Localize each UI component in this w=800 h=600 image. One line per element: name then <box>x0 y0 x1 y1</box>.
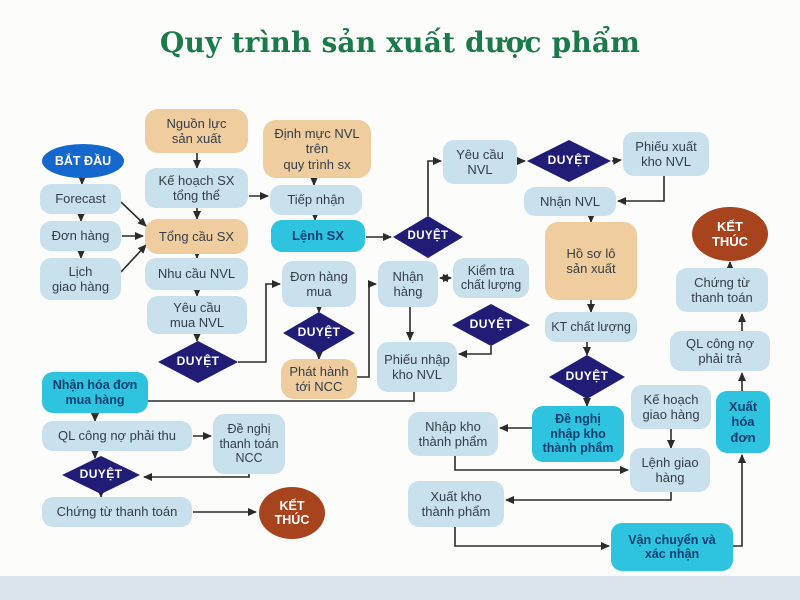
yeu-cau-nvl: Yêu cầu NVL <box>443 140 517 184</box>
ho-so-lo-san-xuat: Hồ sơ lô sản xuất <box>545 222 637 300</box>
edge-duyet-4-phieu-nhap-kho-nvl <box>458 346 492 358</box>
ke-hoach-sx-tong-the: Kế hoạch SX tổng thể <box>145 168 248 208</box>
edge-forecast-tong-cau-sx <box>120 201 147 227</box>
chung-tu-thanh-toan-1: Chứng từ thanh toán <box>42 497 192 527</box>
edge-nhap-kho-thanh-pham-lenh-giao-hang <box>454 456 629 474</box>
background-bottom-band <box>0 576 800 600</box>
start-bat-dau: BẮT ĐẦU <box>42 144 124 178</box>
nhan-nvl: Nhận NVL <box>524 187 616 216</box>
edge-de-nghi-thanh-toan-ncc-duyet-2 <box>143 473 250 481</box>
xuat-kho-thanh-pham: Xuất kho thành phẩm <box>408 481 504 527</box>
edge-phieu-xuat-kho-nvl-nhan-nvl <box>617 176 665 205</box>
edge-xuat-kho-thanh-pham-van-chuyen-xac-nhan <box>454 527 610 550</box>
edge-van-chuyen-xac-nhan-xuat-hoa-don <box>733 454 746 547</box>
ql-cong-no-phai-tra: QL công nợ phải trả <box>670 331 770 371</box>
kt-chat-luong: KT chất lượng <box>545 312 637 342</box>
don-hang: Đơn hàng <box>40 221 121 251</box>
lenh-giao-hang: Lệnh giao hàng <box>630 448 710 492</box>
nguon-luc-san-xuat: Nguồn lực sản xuất <box>145 109 248 153</box>
nhu-cau-nvl: Nhu cầu NVL <box>145 258 248 290</box>
edge-lich-giao-hang-tong-cau-sx <box>120 244 147 273</box>
kiem-tra-chat-luong: Kiểm tra chất lượng <box>453 258 529 298</box>
forecast: Forecast <box>40 184 121 214</box>
edge-lenh-giao-hang-xuat-kho-thanh-pham <box>505 492 672 504</box>
nhan-hang: Nhận hàng <box>378 261 438 307</box>
ket-thuc-2: KẾT THÚC <box>692 207 768 261</box>
ql-cong-no-phai-thu: QL công nợ phải thu <box>42 421 192 451</box>
xuat-hoa-don: Xuất hóa đơn <box>716 391 770 453</box>
dinh-muc-nvl: Định mực NVL trên quy trình sx <box>263 120 371 178</box>
ket-thuc-1: KẾT THÚC <box>259 487 325 539</box>
nhan-hoa-don-mua-hang: Nhận hóa đơn mua hàng <box>42 372 148 413</box>
tiep-nhan: Tiếp nhận <box>270 185 362 215</box>
de-nghi-nhap-kho-thanh-pham: Đề nghị nhập kho thành phẩm <box>532 406 624 462</box>
page-title: Quy trình sản xuất dược phẩm <box>159 26 641 59</box>
phieu-nhap-kho-nvl: Phiếu nhập kho NVL <box>377 342 457 392</box>
ke-hoach-giao-hang: Kế hoạch giao hàng <box>631 385 711 429</box>
edge-duyet-5-yeu-cau-nvl <box>427 157 442 216</box>
de-nghi-thanh-toan-ncc: Đề nghị thanh toán NCC <box>213 414 285 474</box>
phieu-xuat-kho-nvl: Phiếu xuất kho NVL <box>623 132 709 176</box>
yeu-cau-mua-nvl: Yêu cầu mua NVL <box>147 296 247 334</box>
tong-cau-sx: Tổng cầu SX <box>145 219 248 254</box>
nhap-kho-thanh-pham: Nhập kho thành phẩm <box>408 412 498 456</box>
edge-phieu-nhap-kho-nvl-nhan-hoa-don-mua-hang <box>148 392 415 402</box>
van-chuyen-xac-nhan: Vận chuyển và xác nhận <box>611 523 733 571</box>
phat-hanh-toi-ncc: Phát hành tới NCC <box>281 359 357 399</box>
edge-duyet-6-phieu-xuat-kho-nvl <box>611 156 622 165</box>
lich-giao-hang: Lịch giao hàng <box>40 258 121 300</box>
lenh-sx: Lệnh SX <box>271 220 365 252</box>
don-hang-mua: Đơn hàng mua <box>282 261 356 307</box>
edge-duyet-1-don-hang-mua <box>238 280 281 363</box>
chung-tu-thanh-toan-2: Chứng từ thanh toán <box>676 268 768 312</box>
edge-phat-hanh-toi-ncc-nhan-hang <box>357 280 377 378</box>
